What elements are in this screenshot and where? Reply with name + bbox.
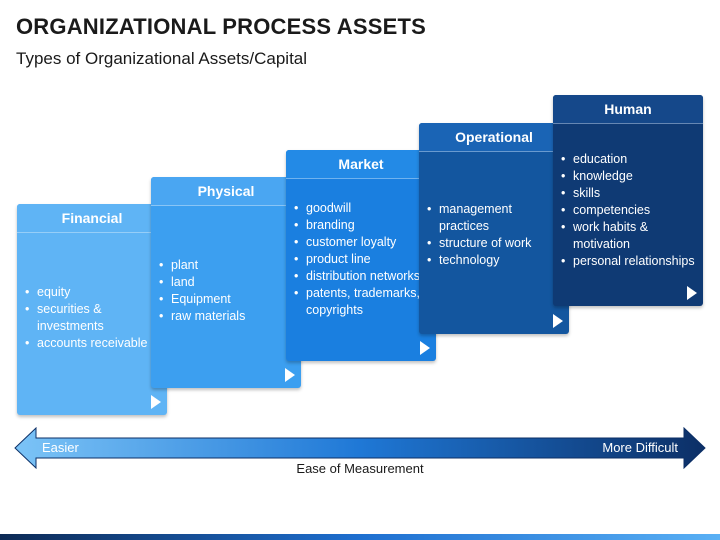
list-item: personal relationships [559,253,699,270]
list-item: work habits & motivation [559,219,699,253]
list-item: raw materials [157,308,297,325]
card-human: Human education knowledge skills compete… [553,95,703,306]
play-icon[interactable] [285,368,295,382]
card-physical-list: plant land Equipment raw materials [151,257,297,325]
list-item: accounts receivable [23,335,163,352]
list-item: equity [23,284,163,301]
card-market: Market goodwill branding customer loyalt… [286,150,436,361]
list-item: product line [292,251,432,268]
list-item: distribution networks [292,268,432,285]
card-financial-list: equity securities & investments accounts… [17,284,163,352]
card-physical-title: Physical [151,177,301,206]
list-item: customer loyalty [292,234,432,251]
list-item: securities & investments [23,301,163,335]
list-item: competencies [559,202,699,219]
card-operational-title: Operational [419,123,569,152]
play-icon[interactable] [420,341,430,355]
page-title: ORGANIZATIONAL PROCESS ASSETS [16,14,426,39]
double-arrow-icon [14,427,706,469]
scale-caption: Ease of Measurement [296,461,424,476]
list-item: plant [157,257,297,274]
card-operational-list: management practices structure of work t… [419,201,565,269]
play-icon[interactable] [687,286,697,300]
list-item: skills [559,185,699,202]
list-item: land [157,274,297,291]
card-human-title: Human [553,95,703,124]
card-market-list: goodwill branding customer loyalty produ… [286,200,432,319]
card-financial: Financial equity securities & investment… [17,204,167,415]
scale-right-label: More Difficult [602,440,678,455]
list-item: management practices [425,201,565,235]
list-item: education [559,151,699,168]
scale-left-label: Easier [42,440,79,455]
list-item: branding [292,217,432,234]
page-subtitle: Types of Organizational Assets/Capital [16,49,308,68]
footer-bar [0,534,720,540]
list-item: patents, trademarks, copyrights [292,285,432,319]
play-icon[interactable] [553,314,563,328]
card-market-title: Market [286,150,436,179]
card-operational: Operational management practices structu… [419,123,569,334]
list-item: structure of work [425,235,565,252]
list-item: technology [425,252,565,269]
card-physical: Physical plant land Equipment raw materi… [151,177,301,388]
list-item: goodwill [292,200,432,217]
card-financial-title: Financial [17,204,167,233]
list-item: Equipment [157,291,297,308]
list-item: knowledge [559,168,699,185]
play-icon[interactable] [151,395,161,409]
card-human-list: education knowledge skills competencies … [553,151,699,270]
